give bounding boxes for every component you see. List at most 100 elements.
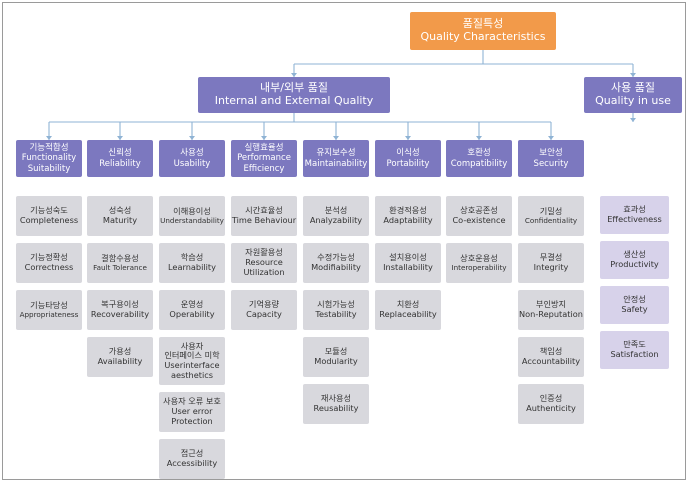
sub-characteristic-4-4-line: Reusability xyxy=(313,403,359,413)
quality-in-use-item-0-line: 효과성 xyxy=(623,204,646,215)
sub-characteristic-4-0-line: 분석성 xyxy=(324,205,348,216)
sub-characteristic-3-1-line: Resource xyxy=(245,257,283,268)
category-label-ko: 기능적합성 xyxy=(29,143,69,154)
sub-characteristic-7-3-line: 책임성 xyxy=(539,346,563,357)
category-label-ko: 호환성 xyxy=(467,148,491,159)
category-label-en: Compatibility xyxy=(450,158,508,169)
sub-characteristic-4-2-line: Testability xyxy=(315,309,357,319)
quality-in-use-item-2-line: Safety xyxy=(621,304,648,314)
sub-characteristic-4-3-line: 모듈성 xyxy=(324,346,348,357)
quality-in-use-item-3-line: Satisfaction xyxy=(610,349,659,359)
category-label-en: Functionality xyxy=(21,153,77,164)
sub-characteristic-1-3-line: Availability xyxy=(97,356,143,366)
category-label-ko: 신뢰성 xyxy=(108,148,132,159)
sub-characteristic-7-1-line: Integrity xyxy=(533,262,569,272)
category-label-en: Performance xyxy=(237,153,291,164)
quality-in-use-label-en: Quality in use xyxy=(595,94,671,107)
node-quality-in-use: 사용 품질 Quality in use xyxy=(584,77,682,113)
category-label-en: Reliability xyxy=(99,158,141,169)
category-label-ko: 사용성 xyxy=(180,148,204,159)
sub-characteristic-2-4-line: User error xyxy=(171,406,213,417)
sub-characteristic-0-1-line: 기능정확성 xyxy=(30,252,68,263)
arrow-quality-in-use xyxy=(630,73,636,77)
sub-characteristic-2-5-line: 접근성 xyxy=(180,448,204,459)
sub-characteristic-2-4-line: Protection xyxy=(171,415,213,426)
sub-characteristic-3-0-line: Time Behaviour xyxy=(231,215,297,225)
node-internal-external-quality: 내부/외부 품질 Internal and External Quality xyxy=(198,77,390,113)
sub-characteristic-4-4-line: 재사용성 xyxy=(320,393,352,404)
root-label-en: Quality Characteristics xyxy=(420,30,546,43)
sub-characteristic-2-0-line: Understandability xyxy=(160,215,224,225)
category-label-ko: 보안성 xyxy=(539,148,563,159)
arrow-category-0 xyxy=(46,136,52,140)
sub-characteristic-7-4-line: 인증성 xyxy=(539,393,563,404)
category-label-ko: 이식성 xyxy=(396,148,420,159)
sub-characteristic-2-3-line: aesthetics xyxy=(170,369,213,380)
sub-characteristic-1-0-line: Maturity xyxy=(102,215,138,225)
internal-external-label-en: Internal and External Quality xyxy=(214,94,374,107)
sub-characteristic-7-2-line: 부인방지 xyxy=(535,299,567,310)
category-label-en: Suitability xyxy=(27,163,71,174)
sub-characteristic-5-1-line: 설치용이성 xyxy=(389,252,427,263)
sub-characteristic-6-1-line: 상호운용성 xyxy=(460,252,498,263)
sub-characteristic-5-0-line: 환경적응성 xyxy=(389,205,427,216)
sub-characteristic-3-2-line: Capacity xyxy=(246,309,282,319)
sub-characteristic-4-1-line: 수정가능성 xyxy=(317,252,355,263)
sub-characteristic-2-2-line: 운영성 xyxy=(180,299,204,310)
quality-in-use-item-3-line: 만족도 xyxy=(623,339,646,350)
quality-in-use-label-ko: 사용 품질 xyxy=(611,81,655,95)
arrow-internal-external xyxy=(291,73,297,77)
root-node-quality-characteristics: 품질특성 Quality Characteristics xyxy=(410,12,556,50)
sub-characteristic-0-1-line: Correctness xyxy=(24,262,74,272)
sub-characteristic-0-0-line: Completeness xyxy=(19,215,79,225)
sub-characteristic-1-2-line: Recoverability xyxy=(90,309,150,319)
sub-characteristic-3-1-line: 자원활용성 xyxy=(245,247,283,258)
sub-characteristic-1-1-line: Fault Tolerance xyxy=(93,262,147,272)
sub-characteristic-1-2-line: 복구용이성 xyxy=(101,299,139,310)
sub-characteristic-5-1-line: Installability xyxy=(383,262,433,272)
arrow-category-6 xyxy=(476,136,482,140)
quality-in-use-item-2-line: 안정성 xyxy=(623,294,646,305)
category-label-en: Usability xyxy=(173,158,211,169)
sub-characteristic-2-1-line: Learnability xyxy=(168,262,216,272)
arrow-category-5 xyxy=(405,136,411,140)
sub-characteristic-6-1-line: Interoperability xyxy=(451,262,507,272)
sub-characteristic-3-1-line: Utilization xyxy=(243,266,285,277)
sub-characteristic-7-0-line: Confidentiality xyxy=(524,215,578,225)
sub-characteristic-0-2-line: 기능타당성 xyxy=(30,299,68,310)
arrow-category-3 xyxy=(261,136,267,140)
sub-characteristic-5-2-line: Replaceability xyxy=(379,309,437,319)
